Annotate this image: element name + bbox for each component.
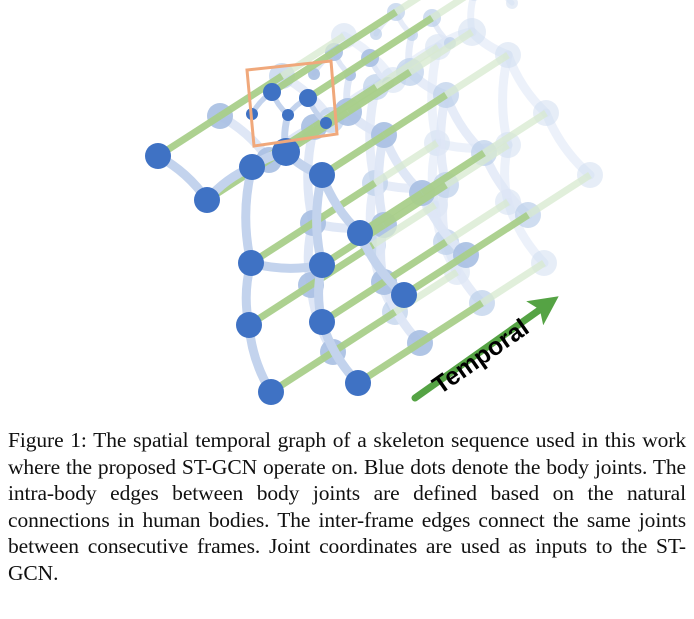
temporal-edge	[444, 52, 510, 98]
bone-edge	[241, 162, 257, 268]
temporal-edge	[373, 140, 439, 186]
temporal-edge	[464, 212, 530, 258]
body-joint	[391, 282, 417, 308]
body-joint	[238, 250, 264, 276]
front-frame-layer	[145, 83, 417, 405]
temporal-edge	[382, 239, 448, 285]
skeleton-graph-svg: Temporal	[145, 0, 603, 405]
temporal-edge	[332, 9, 398, 55]
body-joint	[258, 379, 284, 405]
body-joint	[506, 0, 518, 9]
skeleton-frame	[145, 83, 417, 405]
body-joint	[309, 252, 335, 278]
temporal-edge	[394, 0, 422, 15]
temporal-edge	[480, 260, 546, 306]
temporal-edge	[331, 309, 397, 355]
temporal-arrow-icon	[411, 296, 559, 402]
bone-edge	[498, 50, 513, 150]
temporal-edge	[526, 172, 592, 218]
temporal-edge	[371, 202, 437, 248]
body-joint	[236, 312, 262, 338]
body-joint	[194, 187, 220, 213]
temporal-edge	[306, 55, 372, 101]
temporal-edge	[382, 182, 448, 228]
body-joint	[299, 89, 317, 107]
body-joint	[239, 154, 265, 180]
body-joint	[309, 309, 335, 335]
temporal-edge	[482, 110, 548, 156]
temporal-edge	[346, 69, 412, 115]
temporal-edge	[311, 180, 377, 226]
figure-caption: Figure 1: The spatial temporal graph of …	[8, 427, 686, 587]
temporal-edge	[218, 73, 284, 119]
temporal-edge	[444, 142, 510, 188]
temporal-edge	[418, 300, 484, 346]
body-joint	[282, 109, 294, 121]
temporal-edge	[408, 29, 474, 75]
receptive-field-box	[245, 59, 339, 148]
caption-text: Figure 1: The spatial temporal graph of …	[8, 428, 686, 585]
body-joint	[272, 138, 300, 166]
temporal-edge	[280, 33, 346, 79]
temporal-edge	[420, 150, 486, 196]
body-joint	[145, 143, 171, 169]
temporal-edge	[444, 199, 510, 245]
body-joint	[470, 0, 478, 1]
body-joint	[320, 117, 332, 129]
body-joint	[309, 162, 335, 188]
temporal-edge	[382, 92, 448, 138]
body-joint	[347, 220, 373, 246]
temporal-edge	[430, 0, 467, 21]
body-joint	[263, 83, 281, 101]
temporal-edge	[368, 15, 434, 61]
temporal-edge	[270, 49, 336, 95]
body-joint	[345, 370, 371, 396]
figure-image: Temporal	[145, 0, 603, 405]
